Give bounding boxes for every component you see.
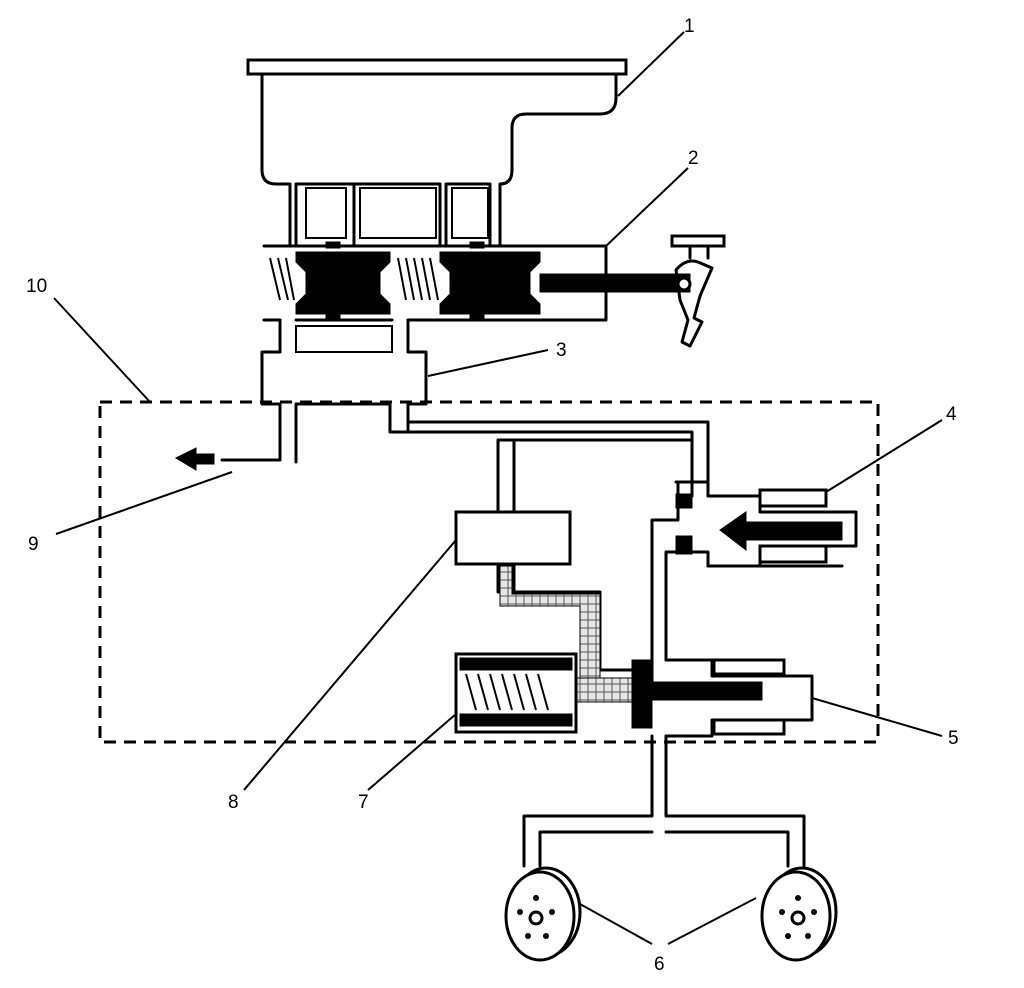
wheel-lines: [522, 734, 806, 868]
leader-lines: [53, 31, 943, 945]
fluid-passage-lower: [575, 677, 637, 703]
isolation-solenoid: [675, 488, 858, 568]
fluid-reservoir: [246, 58, 628, 249]
dump-solenoid: [631, 658, 814, 738]
wheel-right: [760, 866, 838, 962]
accumulator: [454, 510, 572, 566]
callout-1: 1: [684, 16, 695, 37]
callout-4: 4: [946, 404, 957, 425]
outlet-block: [220, 318, 694, 498]
callout-8: 8: [228, 792, 239, 813]
valve-assembly-boundary: [98, 400, 880, 744]
callout-3: 3: [556, 340, 567, 361]
outlet-arrow: [174, 447, 215, 471]
wheel-left: [504, 866, 582, 962]
spring-accumulator: [454, 652, 578, 734]
brake-pedal: [670, 234, 726, 348]
callout-9: 9: [28, 534, 39, 555]
callout-6: 6: [654, 954, 665, 975]
master-cylinder: [262, 244, 691, 322]
callout-5: 5: [948, 728, 959, 749]
callout-10: 10: [26, 276, 47, 297]
callout-2: 2: [688, 148, 699, 169]
callout-7: 7: [358, 792, 369, 813]
